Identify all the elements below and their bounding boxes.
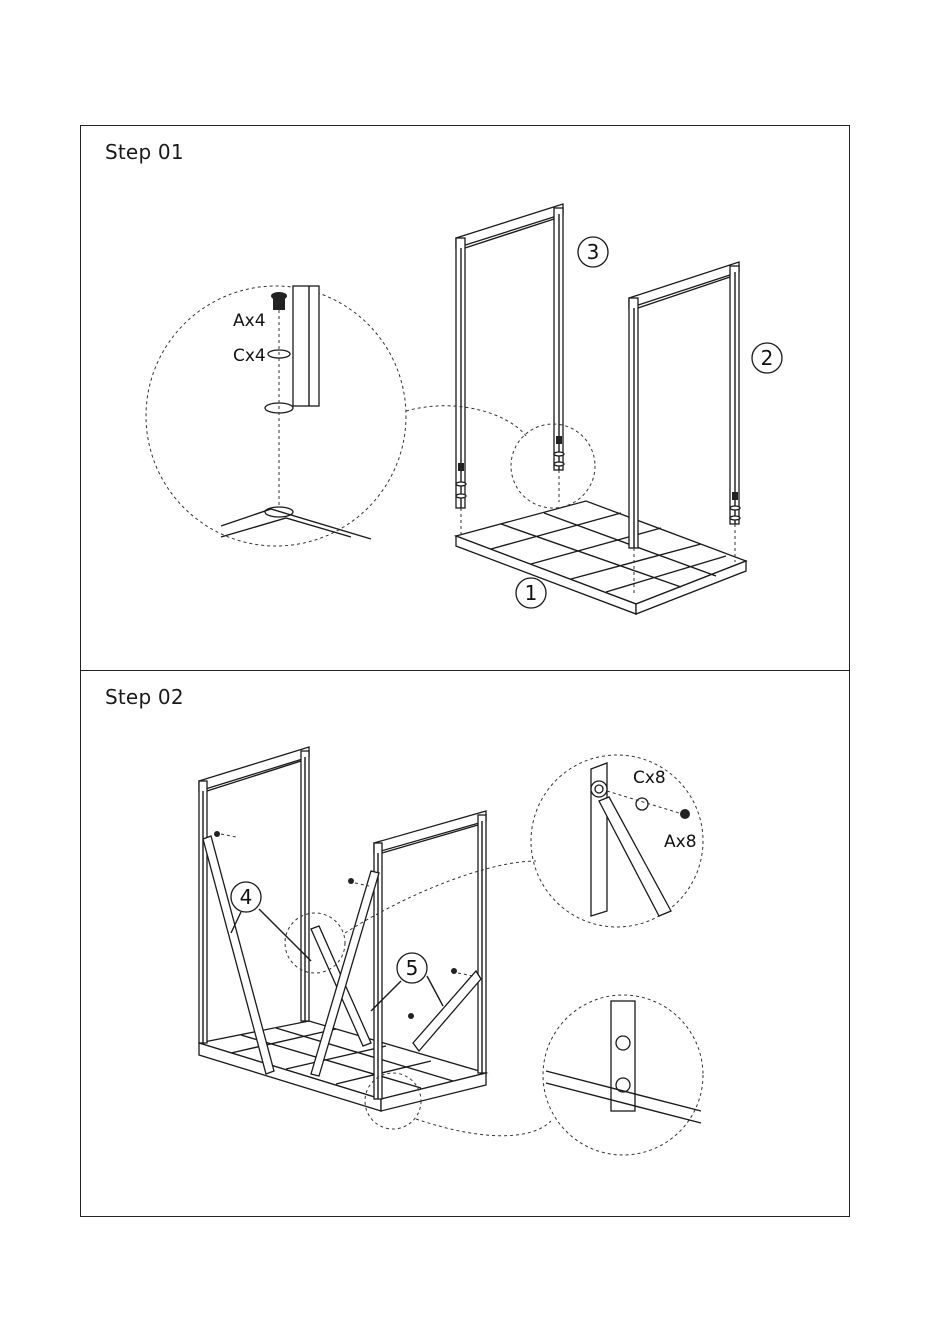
hardware-label-c: Cx8 [633, 768, 666, 788]
svg-text:4: 4 [240, 885, 253, 909]
base-frame [456, 501, 746, 614]
side-frame-2 [629, 262, 739, 548]
hardware-label-a: Ax4 [233, 311, 266, 331]
svg-text:5: 5 [406, 956, 419, 980]
svg-text:3: 3 [587, 240, 600, 264]
hardware-label-a: Ax8 [664, 832, 697, 852]
magnify-callout [146, 286, 595, 546]
hardware-label-c: Cx4 [233, 346, 266, 366]
base-frame [199, 1021, 486, 1111]
part-number-2: 2 [752, 343, 782, 373]
step-01-panel: Step 01 [80, 125, 850, 671]
part-number-4: 4 [231, 882, 311, 961]
step-02-panel: Step 02 [80, 670, 850, 1217]
step-01-illustration: Ax4 Cx4 1 2 3 [81, 126, 851, 672]
svg-text:1: 1 [525, 581, 538, 605]
part-number-3: 3 [578, 237, 608, 267]
step-02-illustration: Cx8 Ax8 4 5 [81, 671, 851, 1218]
side-frame-3 [456, 204, 563, 508]
svg-text:2: 2 [761, 346, 774, 370]
part-number-1: 1 [516, 578, 546, 608]
